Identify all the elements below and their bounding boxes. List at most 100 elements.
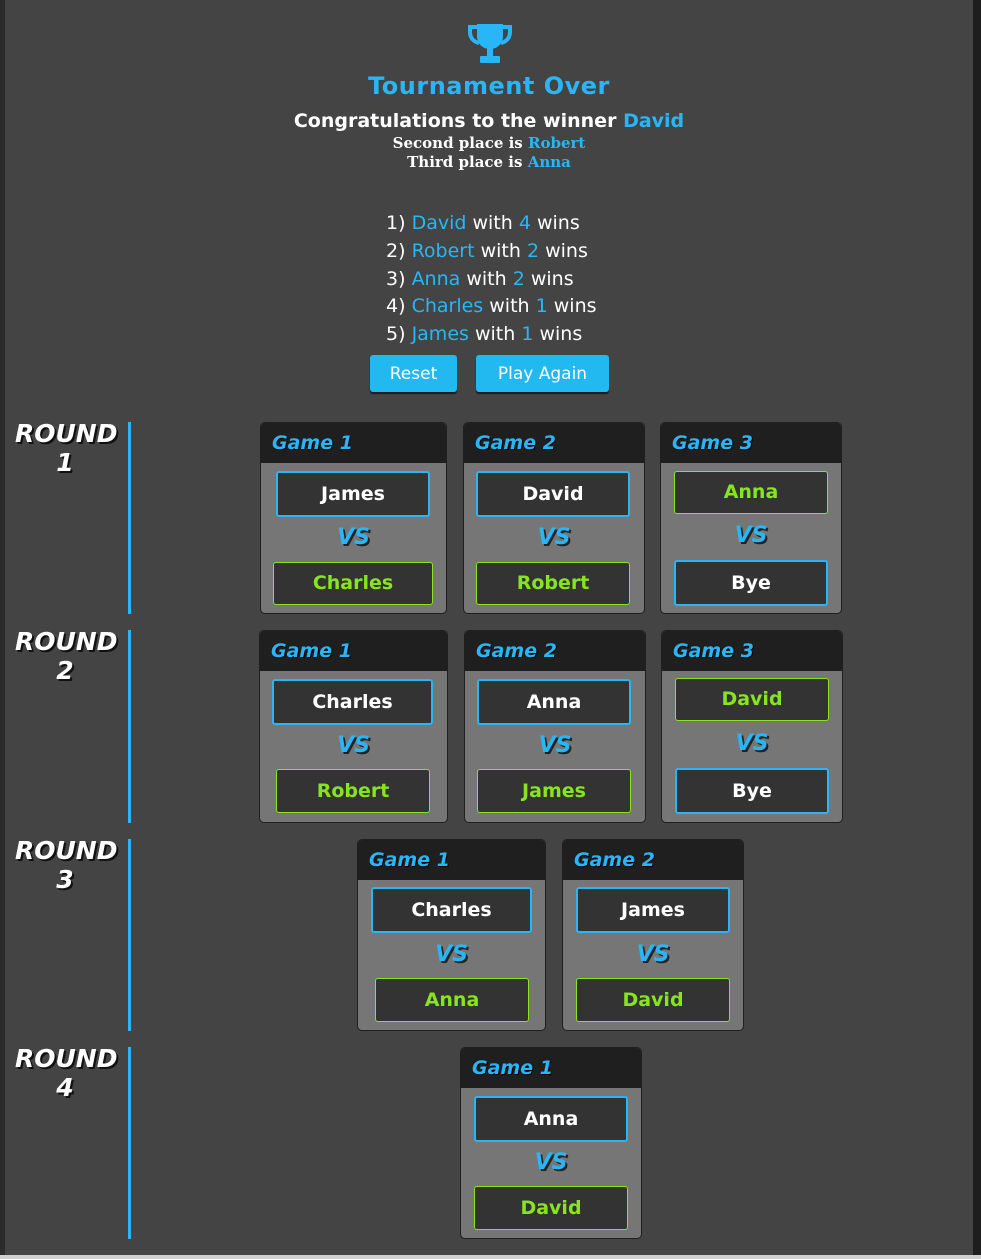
vs-label: VS	[534, 1150, 568, 1175]
standing-wins: 4	[518, 212, 531, 234]
player-slot[interactable]: Anna	[474, 1096, 628, 1142]
standing-row: 4) Charles with 1 wins	[386, 294, 597, 322]
game-card: Game 1 James VS Charles	[260, 422, 447, 614]
standing-suffix: wins	[530, 267, 574, 290]
game-card: Game 2 David VS Robert	[463, 422, 645, 614]
window-bottom-edge	[0, 1255, 981, 1259]
game-card: Game 2 James VS David	[562, 839, 744, 1031]
tournament-page: Tournament Over Congratulations to the w…	[5, 0, 973, 1255]
game-title: Game 2	[563, 840, 743, 880]
standing-rank: 5)	[386, 323, 406, 345]
standing-with: with	[466, 267, 507, 290]
player-slot-winner[interactable]: David	[675, 678, 829, 721]
standing-name: Anna	[411, 267, 461, 290]
round-number: 3	[56, 865, 74, 894]
player-slot[interactable]: Anna	[477, 679, 631, 725]
vs-label: VS	[636, 942, 670, 967]
round-word: ROUND	[15, 1044, 118, 1073]
second-place-text: Second place is Robert	[5, 134, 973, 152]
player-slot[interactable]: James	[576, 887, 730, 933]
game-title: Game 2	[464, 423, 644, 463]
tournament-title: Tournament Over	[368, 72, 610, 100]
vs-label: VS	[337, 525, 370, 550]
player-slot[interactable]: James	[276, 471, 430, 517]
game-card: Game 2 Anna VS James	[464, 630, 646, 823]
vs-label: VS	[538, 733, 572, 758]
standing-wins: 2	[526, 239, 540, 262]
player-slot-winner[interactable]: David	[576, 978, 730, 1022]
standing-with: with	[474, 323, 516, 345]
congratulations-text: Congratulations to the winner David	[5, 110, 973, 132]
round-word: ROUND	[15, 836, 118, 865]
second-place-name: Robert	[527, 134, 586, 152]
player-slot-winner[interactable]: Robert	[276, 769, 430, 813]
player-slot[interactable]: Bye	[675, 768, 829, 814]
round-divider	[128, 839, 131, 1031]
player-slot[interactable]: David	[476, 471, 630, 517]
standing-name: Robert	[411, 239, 475, 262]
player-slot-winner[interactable]: Anna	[375, 978, 529, 1022]
standing-with: with	[480, 239, 521, 262]
vs-label: VS	[735, 731, 769, 756]
winner-name: David	[623, 110, 685, 132]
vs-label: VS	[337, 733, 370, 758]
standing-rank: 3)	[386, 267, 406, 290]
game-title: Game 3	[662, 631, 842, 671]
standing-wins: 2	[512, 267, 525, 290]
game-title: Game 1	[358, 840, 545, 880]
standing-name: David	[411, 212, 467, 234]
standing-with: with	[489, 295, 530, 318]
game-title: Game 1	[260, 631, 447, 671]
trophy-icon	[468, 24, 512, 63]
standing-row: 3) Anna with 2 wins	[386, 267, 597, 295]
standing-suffix: wins	[553, 295, 597, 318]
player-slot-winner[interactable]: Charles	[273, 562, 433, 605]
reset-button[interactable]: Reset	[370, 355, 457, 392]
standing-suffix: wins	[545, 239, 588, 262]
vs-label: VS	[537, 525, 571, 550]
game-card: Game 1 Anna VS David	[460, 1047, 642, 1239]
standing-row: 2) Robert with 2 wins	[386, 239, 597, 267]
standing-rank: 1)	[386, 212, 406, 234]
vs-label: VS	[435, 942, 468, 967]
round-divider	[128, 422, 131, 614]
standing-rank: 4)	[386, 295, 406, 318]
play-again-button[interactable]: Play Again	[476, 355, 609, 392]
standing-suffix: wins	[536, 212, 580, 234]
game-title: Game 1	[461, 1048, 641, 1088]
player-slot-winner[interactable]: Robert	[476, 562, 630, 605]
player-slot-winner[interactable]: Anna	[674, 471, 828, 514]
player-slot[interactable]: Charles	[272, 679, 433, 725]
game-card: Game 3 Anna VS Bye	[660, 422, 842, 614]
second-prefix: Second place is	[392, 134, 528, 152]
player-slot[interactable]: Charles	[371, 887, 532, 933]
round-number: 4	[56, 1073, 74, 1102]
vs-label: VS	[734, 523, 768, 548]
standing-with: with	[472, 212, 513, 234]
standing-rank: 2)	[386, 239, 406, 262]
player-slot-winner[interactable]: David	[474, 1186, 628, 1230]
game-title: Game 1	[261, 423, 446, 463]
round-number: 1	[56, 448, 74, 477]
third-prefix: Third place is	[407, 153, 528, 171]
third-place-text: Third place is Anna	[5, 153, 973, 171]
standing-name: Charles	[411, 295, 484, 318]
round-divider	[128, 1047, 131, 1239]
game-title: Game 2	[465, 631, 645, 671]
round-word: ROUND	[15, 419, 118, 448]
window-edge	[973, 0, 981, 1259]
third-place-name: Anna	[527, 153, 571, 171]
standing-row: 5) James with 1 wins	[386, 322, 597, 350]
standing-wins: 1	[521, 323, 534, 345]
round-divider	[128, 630, 131, 823]
standing-row: 1) David with 4 wins	[386, 211, 597, 239]
player-slot-winner[interactable]: James	[477, 769, 631, 813]
standings-list: 1) David with 4 wins 2) Robert with 2 wi…	[386, 211, 597, 350]
player-slot[interactable]: Bye	[674, 560, 828, 606]
game-card: Game 3 David VS Bye	[661, 630, 843, 823]
round-number: 2	[56, 656, 74, 685]
